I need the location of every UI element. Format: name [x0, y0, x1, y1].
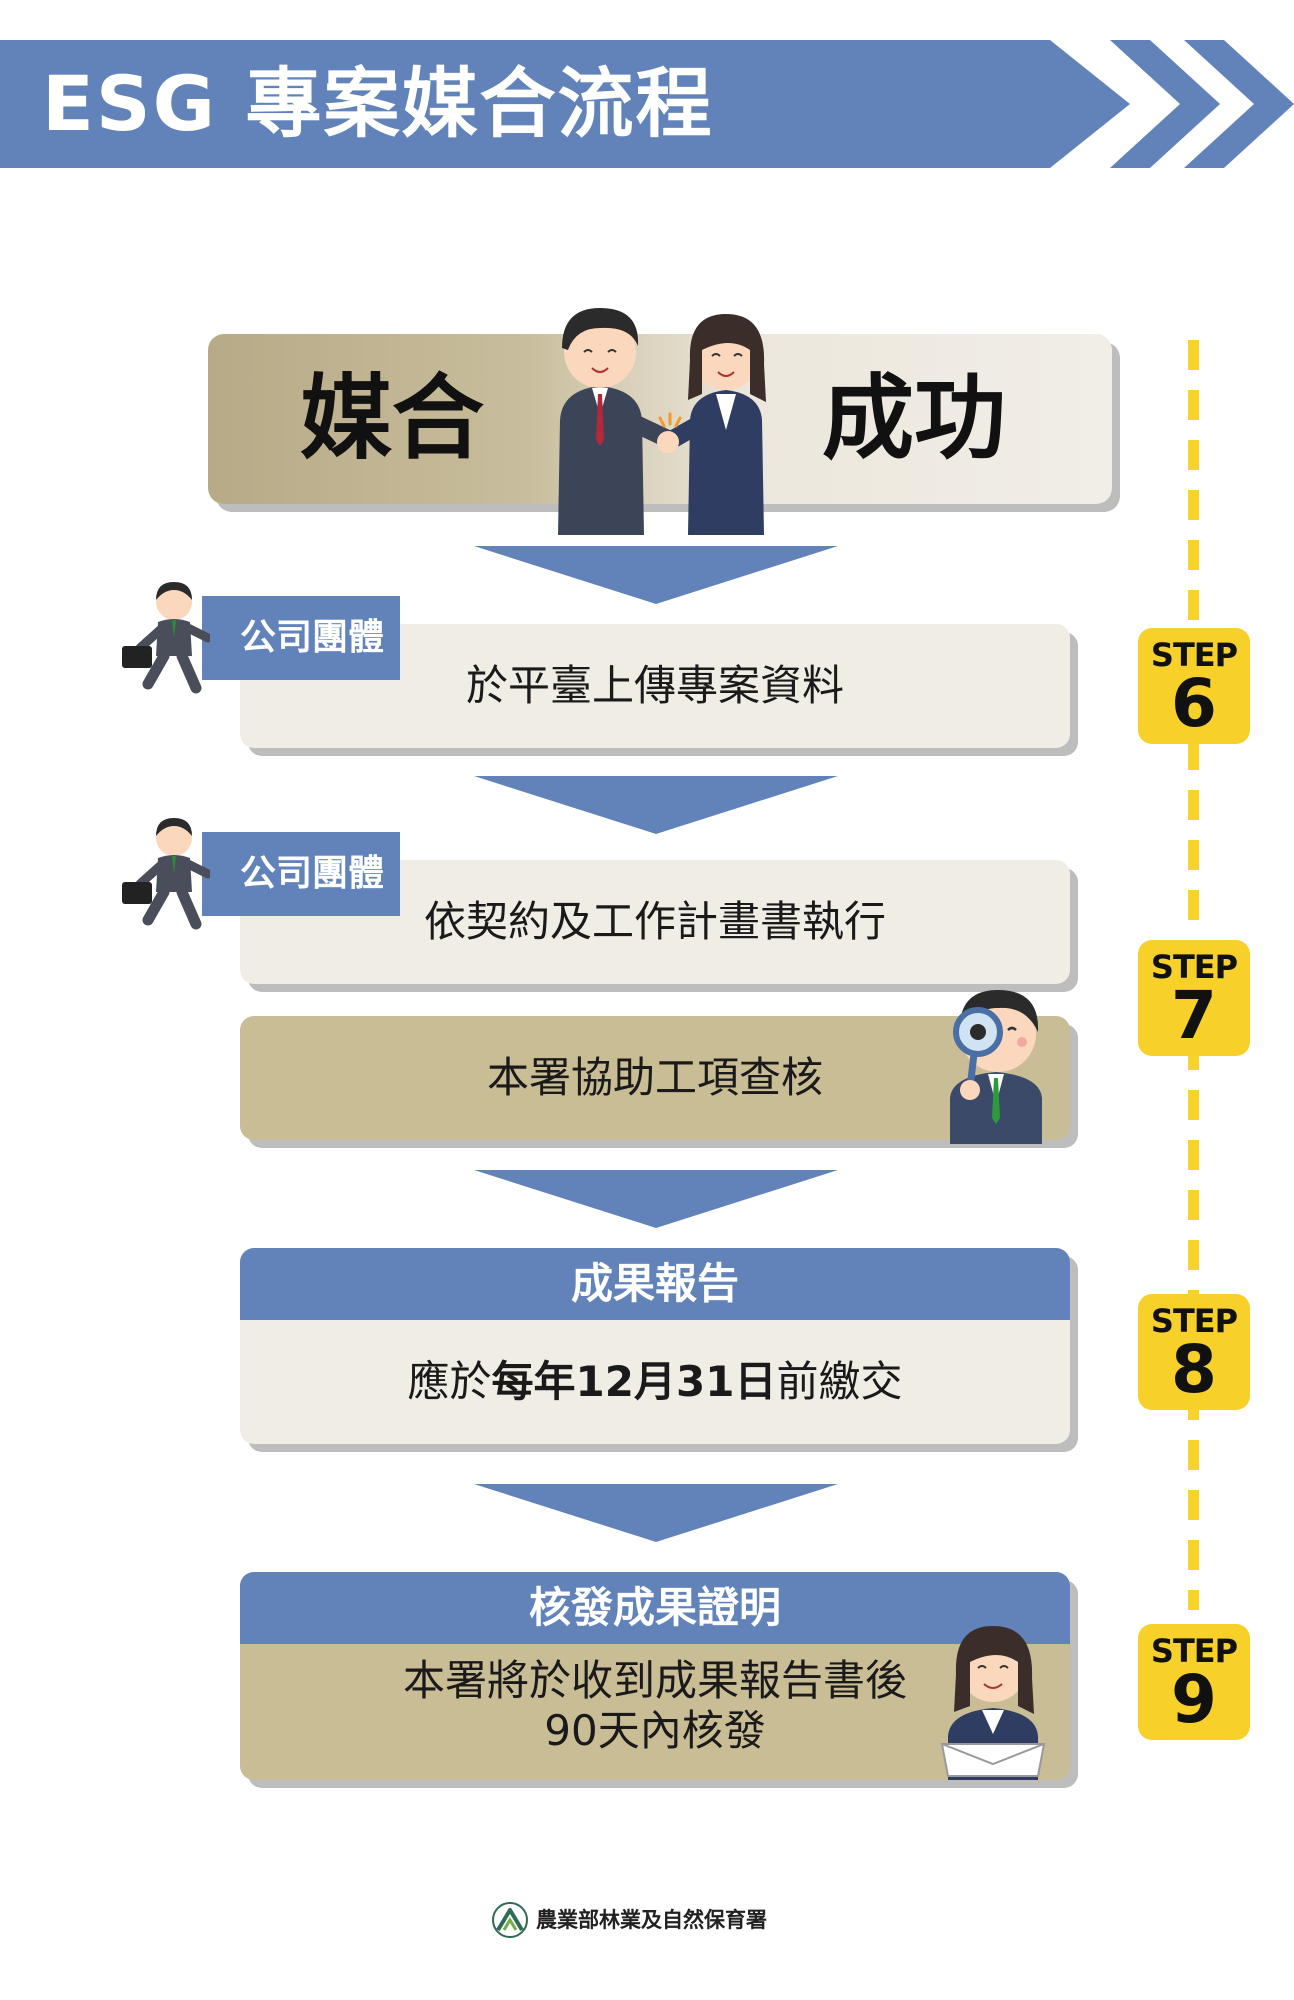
handshake-illustration — [558, 308, 766, 535]
company-tag: 公司團體 — [202, 596, 400, 680]
step-number: 7 — [1171, 977, 1217, 1054]
inspector-magnifier-illustration — [950, 990, 1042, 1144]
woman-holding-envelope-illustration — [940, 1626, 1046, 1780]
step-label: STEP — [1150, 1302, 1238, 1340]
step-number: 6 — [1171, 665, 1217, 742]
certificate-line2: 90天內核發 — [544, 1706, 766, 1755]
report-box: 成果報告 應於每年12月31日前繳交 — [240, 1248, 1070, 1444]
upload-text: 於平臺上傳專案資料 — [465, 661, 844, 710]
agency-logo-icon — [492, 1902, 528, 1938]
footer-org-name: 農業部林業及自然保育署 — [536, 1908, 767, 1932]
step-label: STEP — [1150, 1632, 1238, 1670]
certificate-line1: 本署將於收到成果報告書後 — [402, 1656, 907, 1705]
report-text-suffix: 前繳交 — [776, 1357, 903, 1406]
step-badge-6: STEP 6 — [1138, 628, 1250, 744]
execute-text: 依契約及工作計畫書執行 — [423, 897, 886, 946]
step-badge-9: STEP 9 — [1138, 1624, 1250, 1740]
inspect-box: 本署協助工項查核 — [240, 1016, 1070, 1140]
certificate-box: 核發成果證明 本署將於收到成果報告書後 90天內核發 — [240, 1572, 1070, 1780]
report-deadline: 每年12月31日 — [491, 1357, 777, 1406]
report-text: 應於每年12月31日前繳交 — [240, 1320, 1070, 1444]
hero-right-text: 成功 — [822, 365, 1007, 472]
down-arrow — [474, 1484, 838, 1542]
down-arrow — [474, 1170, 838, 1228]
down-arrow — [474, 776, 838, 834]
step-badge-8: STEP 8 — [1138, 1294, 1250, 1410]
hero-left-text: 媒合 — [300, 365, 485, 472]
header-banner — [0, 40, 1130, 168]
report-text-prefix: 應於 — [407, 1357, 492, 1406]
step-number: 9 — [1171, 1661, 1217, 1738]
step-label: STEP — [1150, 636, 1238, 674]
step-badge-7: STEP 7 — [1138, 940, 1250, 1056]
step-number: 8 — [1171, 1331, 1217, 1408]
down-arrow — [474, 546, 838, 604]
company-tag: 公司團體 — [202, 832, 400, 916]
page-title: ESG 專案媒合流程 — [42, 59, 714, 148]
businessman-running-icon — [122, 582, 210, 694]
inspect-text: 本署協助工項查核 — [486, 1053, 823, 1102]
report-header: 成果報告 — [240, 1248, 1070, 1320]
businessman-running-icon — [122, 818, 210, 930]
certificate-header: 核發成果證明 — [240, 1572, 1070, 1644]
step-label: STEP — [1150, 948, 1238, 986]
execute-box: 依契約及工作計畫書執行 — [240, 860, 1070, 984]
